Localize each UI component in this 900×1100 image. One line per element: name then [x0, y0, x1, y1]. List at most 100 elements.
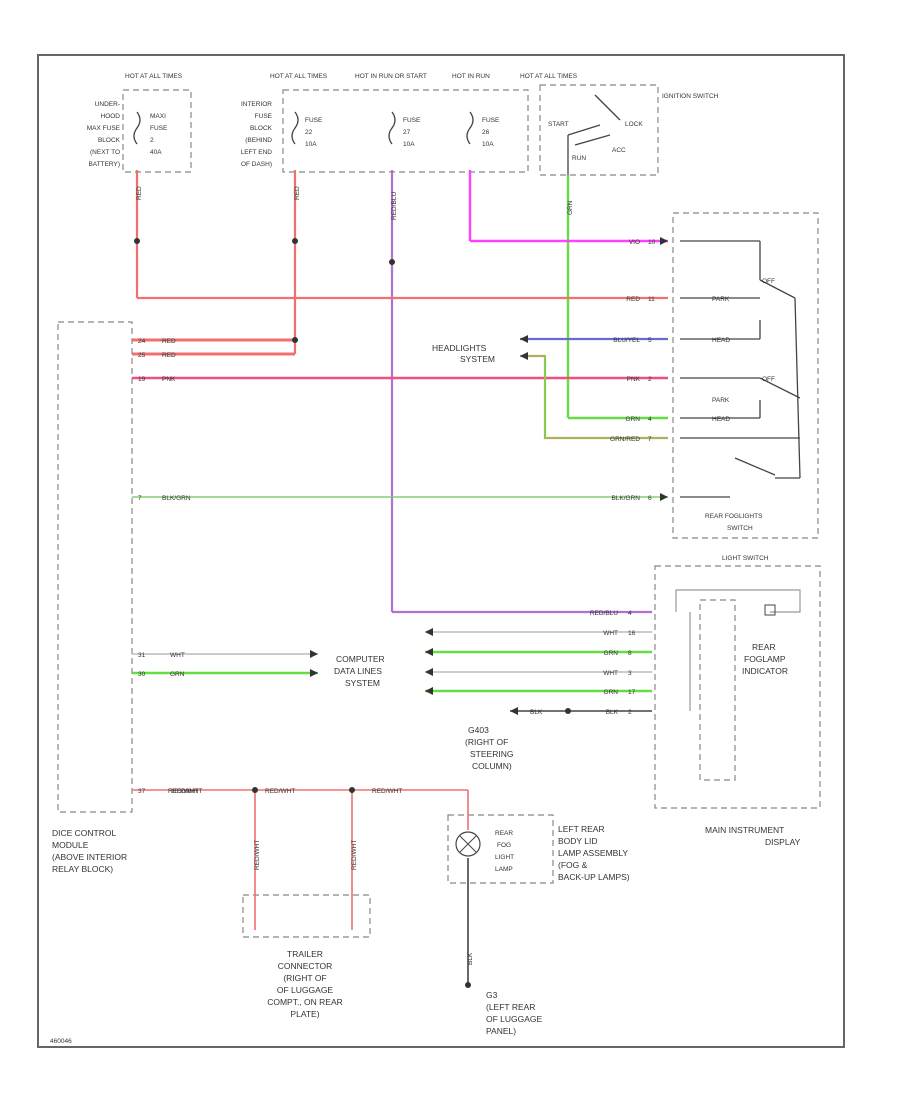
- svg-text:(LEFT REAR: (LEFT REAR: [486, 1002, 535, 1012]
- foglight-switch-wires: VIO RED BLU/YEL PNK GRN GRN/RED BLK/GRN: [610, 239, 641, 502]
- dice-pin-37: 37: [138, 788, 146, 795]
- svg-text:OF LUGGAGE: OF LUGGAGE: [486, 1014, 543, 1024]
- ign-lock: LOCK: [625, 121, 643, 128]
- rear-foglights-switch-box: [672, 212, 819, 539]
- ign-start: START: [548, 121, 569, 128]
- svg-text:(RIGHT OF: (RIGHT OF: [465, 737, 508, 747]
- instrument-wires: RED/BLU WHT GRN WHT GRN BLK: [590, 610, 619, 716]
- svg-text:4: 4: [628, 610, 632, 617]
- svg-text:MAX FUSE: MAX FUSE: [87, 125, 121, 132]
- foglight-switch-contacts: [680, 240, 801, 498]
- svg-text:27: 27: [403, 129, 411, 136]
- computer-data-1: COMPUTER: [336, 654, 385, 664]
- svg-text:LIGHT: LIGHT: [495, 854, 514, 861]
- svg-text:LAMP ASSEMBLY: LAMP ASSEMBLY: [558, 848, 628, 858]
- svg-text:RELAY BLOCK): RELAY BLOCK): [52, 864, 113, 874]
- fuse-27-text: FUSE 27 10A: [403, 117, 421, 148]
- svg-text:REAR: REAR: [752, 642, 776, 652]
- svg-text:MODULE: MODULE: [52, 840, 89, 850]
- svg-text:BLK/GRN: BLK/GRN: [611, 495, 640, 502]
- hot-run-header: HOT IN RUN: [452, 73, 490, 80]
- foglight-switch-label-2: SWITCH: [727, 525, 753, 532]
- ignition-switch-label: IGNITION SWITCH: [662, 93, 719, 100]
- svg-text:BACK-UP LAMPS): BACK-UP LAMPS): [558, 872, 630, 882]
- trailer-label: TRAILER CONNECTOR (RIGHT OF OF LUGGAGE C…: [267, 949, 343, 1019]
- svg-text:MAIN INSTRUMENT: MAIN INSTRUMENT: [705, 825, 784, 835]
- bottom-wire-label-2: RED/WHT: [265, 788, 295, 795]
- svg-text:26: 26: [482, 129, 490, 136]
- svg-text:TRAILER: TRAILER: [287, 949, 323, 959]
- underhood-header: HOT AT ALL TIMES: [125, 73, 183, 80]
- interior-fuse-box: [282, 89, 529, 173]
- svg-text:22: 22: [305, 129, 313, 136]
- rear-fog-lamp-symbol: [455, 831, 481, 857]
- svg-text:2: 2: [648, 376, 652, 383]
- svg-text:FOG: FOG: [497, 842, 511, 849]
- svg-text:GRN: GRN: [604, 650, 619, 657]
- svg-text:INTERIOR: INTERIOR: [241, 101, 272, 108]
- ignition-switch-box: [539, 84, 659, 176]
- svg-text:3: 3: [628, 670, 632, 677]
- wire-instr-top: [675, 589, 801, 613]
- svg-text:8: 8: [628, 650, 632, 657]
- svg-text:7: 7: [648, 436, 652, 443]
- svg-text:OFF: OFF: [762, 376, 775, 383]
- g403-blk: BLK: [530, 709, 543, 716]
- svg-text:BODY LID: BODY LID: [558, 836, 598, 846]
- foglamp-indicator-box: [699, 599, 736, 781]
- arrow-marks: [310, 237, 668, 715]
- wire-grn-red: [520, 354, 668, 440]
- svg-text:LAMP: LAMP: [495, 866, 513, 873]
- svg-text:BLU/YEL: BLU/YEL: [613, 337, 640, 344]
- svg-text:(BEHIND: (BEHIND: [245, 137, 272, 144]
- bottom-wire-label-1: RED/WHT: [172, 788, 202, 795]
- svg-text:10A: 10A: [482, 141, 494, 148]
- svg-text:19: 19: [138, 376, 146, 383]
- svg-text:10A: 10A: [403, 141, 415, 148]
- interior-block-label: INTERIOR FUSE BLOCK (BEHIND LEFT END OF …: [241, 101, 273, 168]
- vlabel-underhood: RED: [136, 186, 143, 200]
- svg-text:UNDER-: UNDER-: [95, 101, 120, 108]
- svg-text:GRN/RED: GRN/RED: [610, 436, 640, 443]
- rear-lamp-label: LEFT REAR BODY LID LAMP ASSEMBLY (FOG & …: [558, 824, 630, 882]
- ignition-switch-contacts: [567, 94, 621, 175]
- fuse-symbols: [133, 111, 474, 145]
- g403-label: G403 (RIGHT OF STEERING COLUMN): [465, 725, 513, 771]
- underhood-block-label: UNDER- HOOD MAX FUSE BLOCK (NEXT TO BATT…: [87, 101, 121, 168]
- svg-text:(FOG &: (FOG &: [558, 860, 588, 870]
- svg-text:PARK: PARK: [712, 296, 730, 303]
- indicator-lamp-symbol: [764, 604, 776, 616]
- svg-text:G403: G403: [468, 725, 489, 735]
- svg-text:25: 25: [138, 352, 146, 359]
- svg-text:PANEL): PANEL): [486, 1026, 516, 1036]
- svg-text:FUSE: FUSE: [150, 125, 168, 132]
- svg-text:(ABOVE INTERIOR: (ABOVE INTERIOR: [52, 852, 127, 862]
- svg-text:FUSE: FUSE: [305, 117, 323, 124]
- dice-module-box: [57, 321, 133, 813]
- svg-text:BATTERY): BATTERY): [88, 161, 120, 168]
- svg-text:HOOD: HOOD: [101, 113, 121, 120]
- bottom-wire-label-3: RED/WHT: [372, 788, 402, 795]
- svg-text:FUSE: FUSE: [255, 113, 273, 120]
- svg-text:10: 10: [648, 239, 656, 246]
- interior-header: HOT AT ALL TIMES: [270, 73, 328, 80]
- hot-run-start-header: HOT IN RUN OR START: [355, 73, 427, 80]
- foglight-switch-positions: OFF PARK HEAD OFF PARK HEAD: [712, 278, 775, 423]
- svg-text:RED: RED: [626, 296, 640, 303]
- svg-text:PARK: PARK: [712, 397, 730, 404]
- dice-pin-31-wire: WHT: [170, 652, 185, 659]
- svg-text:LEFT REAR: LEFT REAR: [558, 824, 605, 834]
- instrument-pins: 4 16 8 3 17 2: [628, 610, 636, 716]
- rear-lamp-box: [447, 814, 554, 884]
- svg-text:STEERING: STEERING: [470, 749, 513, 759]
- svg-text:11: 11: [648, 296, 655, 303]
- g3-label: G3 (LEFT REAR OF LUGGAGE PANEL): [486, 990, 543, 1036]
- rear-lamp-inner-label: REAR FOG LIGHT LAMP: [495, 830, 514, 873]
- svg-text:REAR: REAR: [495, 830, 513, 837]
- dice-pin-7-wire: BLK/GRN: [162, 495, 191, 502]
- dice-pin-30: 30: [138, 671, 146, 678]
- svg-text:PLATE): PLATE): [290, 1009, 319, 1019]
- diagram-frame: [37, 54, 845, 1048]
- svg-text:5: 5: [648, 337, 652, 344]
